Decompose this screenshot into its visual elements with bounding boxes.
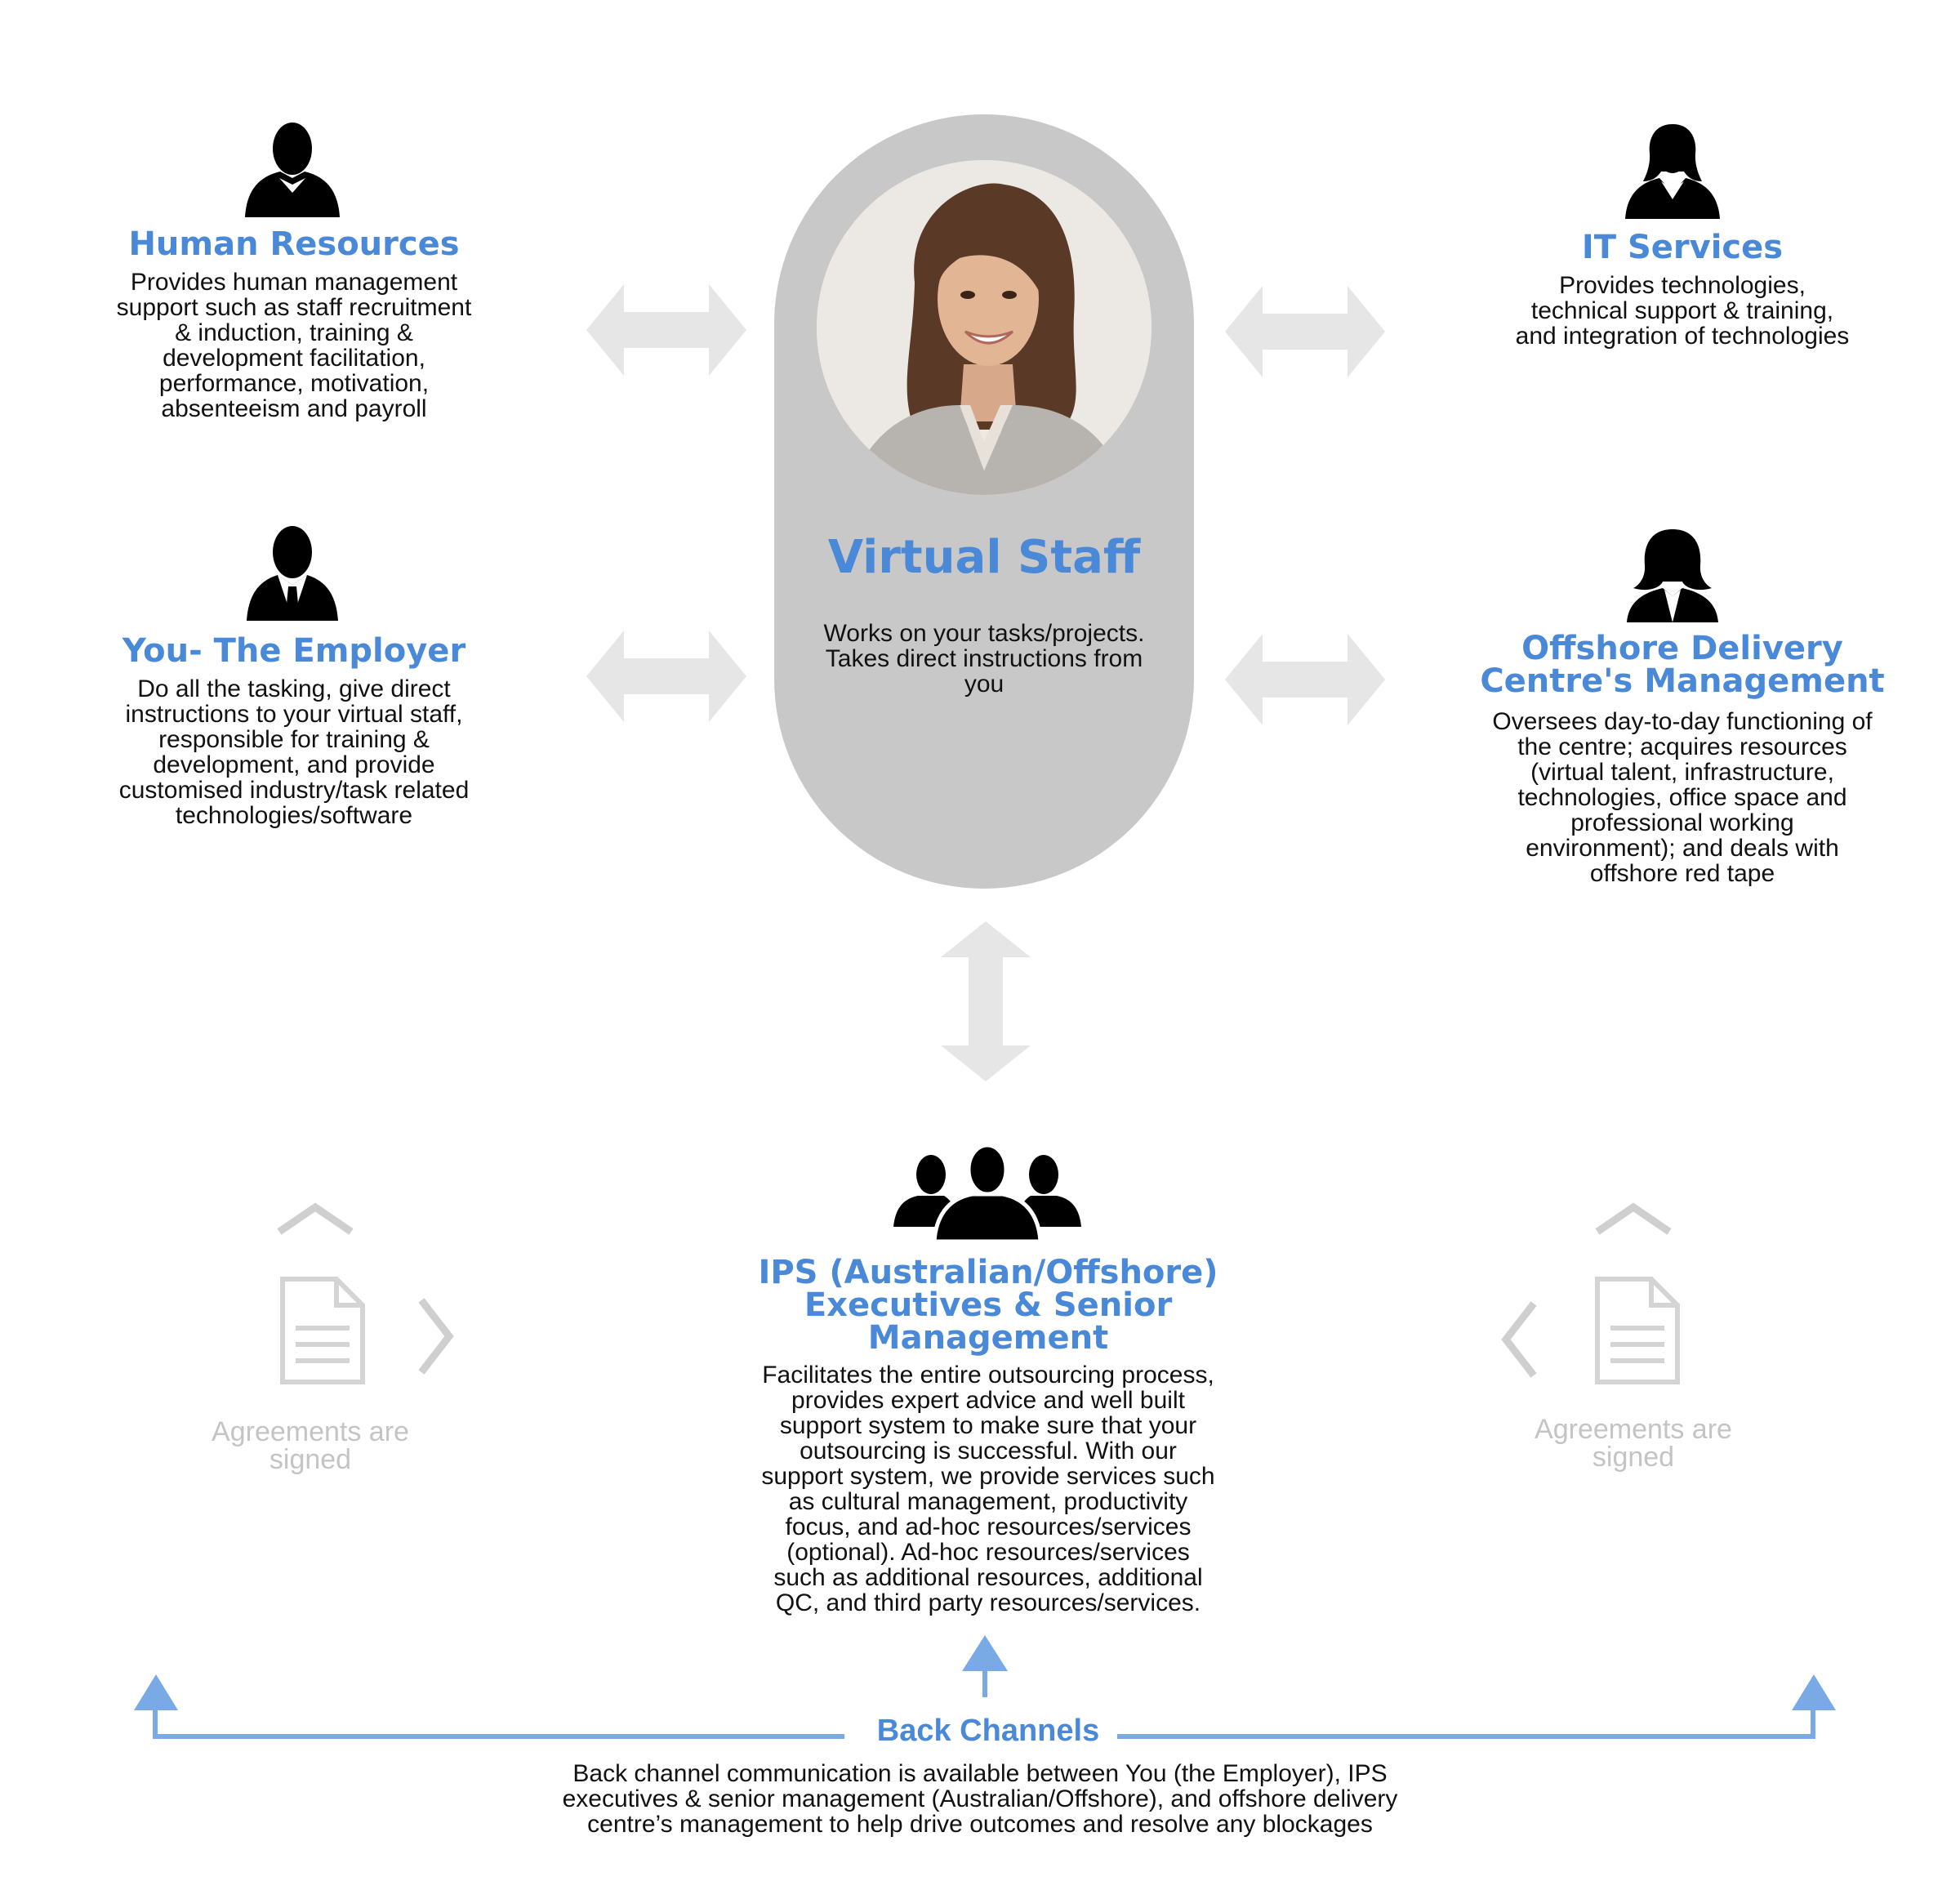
double-arrow-employer: [586, 631, 746, 722]
arrow-up-right-icon: [1792, 1674, 1836, 1710]
document-icon: [1595, 1277, 1680, 1384]
it-title: IT Services: [1581, 229, 1784, 266]
double-arrow-offshore: [1225, 634, 1385, 725]
hr-description: Provides human management support such a…: [116, 269, 472, 422]
chevron-left-icon: [1501, 1301, 1537, 1378]
chevron-right-icon: [418, 1298, 454, 1375]
back-channels-title: Back Channels: [876, 1714, 1100, 1748]
chevron-up-icon: [1595, 1202, 1672, 1235]
businessman-tie-icon: [247, 526, 338, 621]
group-icon: [893, 1143, 1081, 1244]
back-channels-description: Back channel communication is available …: [562, 1760, 1398, 1838]
arrow-up-center-icon: [962, 1635, 1008, 1671]
double-arrow-vertical: [941, 921, 1031, 1081]
woman-short-hair-icon: [1627, 529, 1718, 622]
hr-title: Human Resources: [128, 225, 460, 263]
document-icon: [280, 1277, 365, 1384]
agreements-left-label: Agreements are signed: [212, 1416, 409, 1475]
arrow-up-left-icon: [134, 1674, 178, 1710]
employer-title: You- The Employer: [122, 632, 466, 670]
it-description: Provides technologies, technical support…: [1515, 272, 1850, 350]
chevron-up-icon: [277, 1202, 354, 1235]
businesswoman-icon: [1625, 124, 1720, 219]
businessman-icon: [245, 123, 340, 217]
double-arrow-hr: [586, 284, 746, 376]
employer-description: Do all the tasking, give direct instruct…: [118, 675, 470, 829]
agreements-right-label: Agreements are signed: [1535, 1414, 1732, 1473]
offshore-title: Offshore Delivery Centre's Management: [1480, 630, 1885, 700]
ips-title: IPS (Australian/Offshore) Executives & S…: [758, 1254, 1218, 1357]
virtual-staff-title: Virtual Staff: [827, 531, 1141, 584]
double-arrow-it: [1225, 286, 1385, 377]
virtual-staff-description: Works on your tasks/projects. Takes dire…: [823, 620, 1145, 698]
offshore-description: Oversees day-to-day functioning of the c…: [1492, 708, 1873, 887]
ips-description: Facilitates the entire outsourcing proce…: [761, 1362, 1215, 1616]
staff-photo: [817, 160, 1152, 495]
